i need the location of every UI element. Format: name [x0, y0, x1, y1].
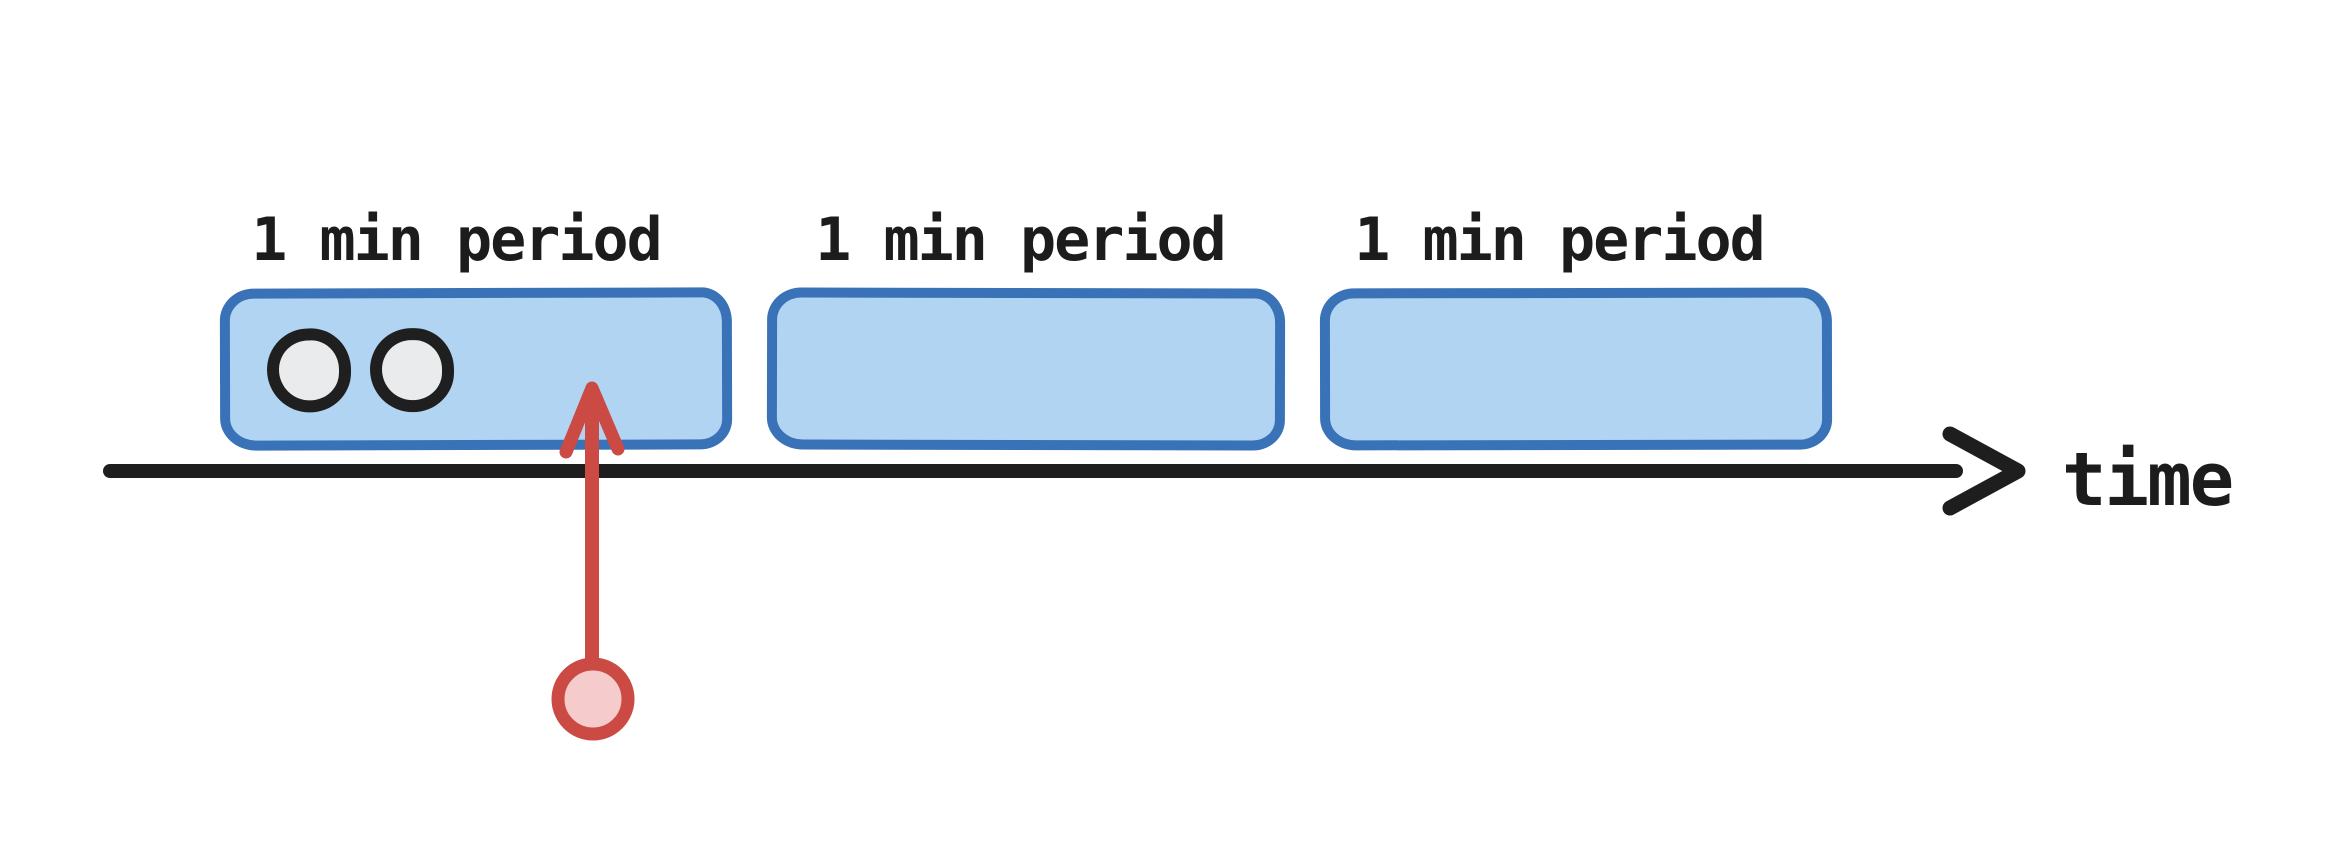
event-dot-group: [230, 297, 722, 413]
time-axis-arrowhead-icon: [1942, 426, 2026, 516]
time-axis-label: time: [2062, 437, 2234, 523]
period-box-2: [766, 287, 1286, 451]
period-box-1: [219, 287, 733, 451]
period-box-3: [1319, 287, 1833, 451]
period-label-3: 1 min period: [1354, 205, 1765, 275]
period-label-1: 1 min period: [251, 205, 662, 275]
event-dot: [369, 328, 455, 413]
period-label-2: 1 min period: [815, 205, 1226, 275]
event-dot: [266, 328, 352, 413]
pointer-origin-dot: [551, 657, 635, 741]
